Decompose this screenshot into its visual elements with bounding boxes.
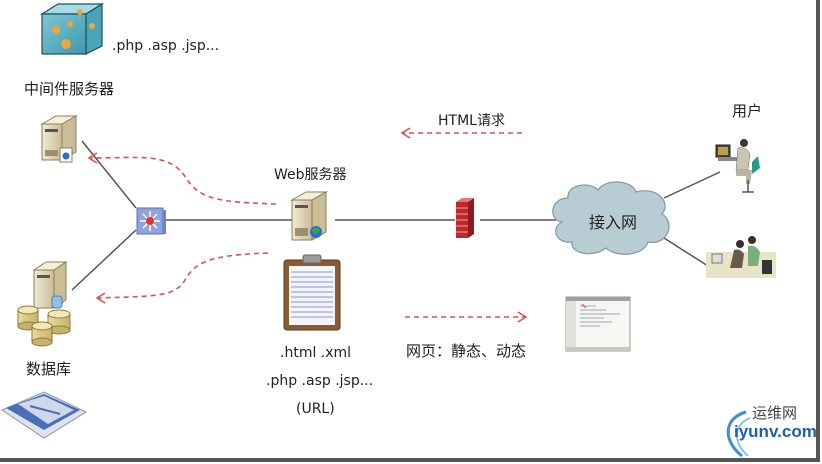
watermark: 运维网 iyunv.com bbox=[704, 400, 817, 448]
access-network-label: 接入网 bbox=[589, 213, 638, 232]
arrow-web-to-database bbox=[97, 252, 269, 299]
arrow-web-to-middleware bbox=[89, 156, 277, 205]
access-network-cloud-icon bbox=[552, 181, 670, 255]
middleware-server-label: 中间件服务器 bbox=[24, 80, 115, 98]
watermark-logo-swoosh bbox=[736, 417, 751, 457]
html-request-label: HTML请求 bbox=[438, 113, 505, 129]
file-types-line1: .html .xml bbox=[280, 345, 352, 361]
middleware-cube-icon bbox=[39, 2, 105, 55]
users-label: 用户 bbox=[732, 102, 763, 120]
user-at-computer-icon bbox=[715, 139, 760, 193]
switch-icon bbox=[136, 207, 166, 235]
arrowhead-middleware bbox=[87, 152, 98, 164]
web-server-icon bbox=[290, 191, 328, 241]
watermark-en: iyunv.com bbox=[734, 422, 817, 441]
webpage-response-label: 网页：静态、动态 bbox=[406, 342, 527, 360]
clipboard-icon bbox=[283, 254, 341, 331]
database-label: 数据库 bbox=[26, 360, 72, 378]
arrow-heads bbox=[87, 127, 528, 323]
link-switch-database bbox=[71, 229, 137, 291]
dashed-arrows bbox=[89, 132, 525, 318]
database-icon bbox=[17, 261, 71, 347]
webpage-screenshot-icon bbox=[565, 296, 631, 352]
link-switch-middleware bbox=[81, 140, 137, 209]
users-pair-icon bbox=[706, 236, 776, 278]
arrowhead-request bbox=[400, 127, 411, 139]
link-cloud-user1 bbox=[663, 171, 721, 199]
watermark-logo-icon bbox=[726, 410, 747, 458]
link-cloud-user2 bbox=[663, 237, 709, 267]
web-server-label: Web服务器 bbox=[274, 167, 347, 183]
links bbox=[71, 140, 721, 291]
diagram-svg bbox=[0, 2, 776, 458]
firewall-icon bbox=[456, 198, 474, 238]
file-types-line2: .php .asp .jsp... bbox=[266, 373, 374, 389]
middleware-types-label: .php .asp .jsp... bbox=[112, 38, 220, 54]
webpages-magazine-icon bbox=[0, 391, 88, 439]
file-types-line3: (URL) bbox=[296, 401, 335, 417]
arrowhead-database bbox=[95, 292, 106, 304]
watermark-cn: 运维网 bbox=[752, 404, 798, 422]
middleware-server-icon bbox=[40, 115, 78, 163]
arrowhead-response bbox=[517, 311, 528, 323]
